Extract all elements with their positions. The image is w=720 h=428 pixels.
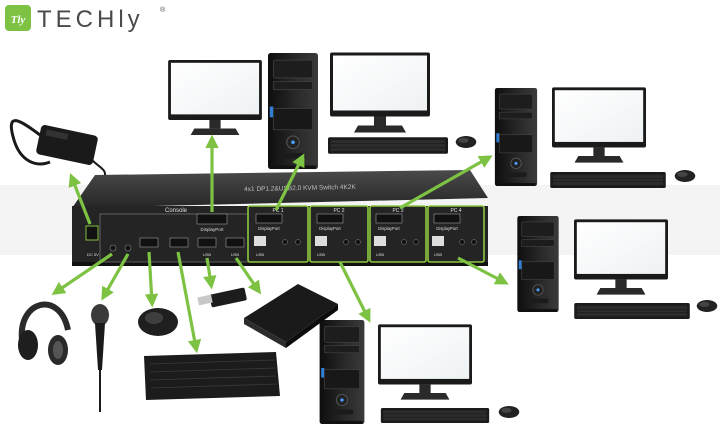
arrow-headphones bbox=[51, 252, 113, 296]
pc-2-workstation bbox=[494, 87, 696, 188]
arrow-power bbox=[68, 172, 92, 225]
pc-port-label: PC 3 bbox=[392, 208, 403, 214]
pc-usb-label: USB bbox=[434, 252, 443, 257]
dc-label: DC 5V bbox=[87, 252, 99, 257]
arrow-pc1 bbox=[274, 153, 305, 211]
keyboard bbox=[144, 352, 280, 400]
brand-registered-mark: ® bbox=[160, 6, 166, 14]
pc-port-label: PC 2 bbox=[333, 208, 344, 214]
pc-usb-label: USB bbox=[317, 252, 326, 257]
console-label: Console bbox=[165, 208, 188, 214]
arrow-mouse bbox=[144, 251, 159, 308]
pc-port-group-2: PC 2 DisplayPort USB bbox=[309, 205, 369, 263]
arrow-pc2 bbox=[399, 155, 493, 210]
console-displayport-label: DisplayPort bbox=[200, 227, 224, 232]
arrow-microphone bbox=[101, 253, 130, 301]
external-hard-drive bbox=[244, 284, 338, 348]
brand-wordmark: TECHly bbox=[37, 6, 144, 33]
kvm-switch: 4x1 DP1.2&USB2.0 KVM Switch 4K2K Console… bbox=[72, 170, 488, 266]
console-usb-port-2 bbox=[169, 237, 189, 248]
pc-4-workstation bbox=[319, 320, 520, 424]
mic-in-port bbox=[124, 244, 132, 252]
brand-logo: Tly TECHly ® bbox=[5, 5, 166, 33]
console-usb-label-1: USB bbox=[203, 252, 212, 257]
power-adapter bbox=[9, 119, 106, 179]
pc-port-group-3: PC 3 DisplayPort USB bbox=[369, 205, 427, 263]
arrow-pc3 bbox=[457, 256, 509, 285]
mouse bbox=[138, 308, 178, 336]
console-displayport bbox=[196, 213, 228, 225]
brand-badge bbox=[5, 5, 31, 31]
pc-port-group-4: PC 4 DisplayPort USB bbox=[427, 205, 485, 263]
microphone bbox=[91, 304, 109, 412]
console-usb-label-2: USB bbox=[231, 252, 240, 257]
arrow-hard-drive bbox=[234, 257, 262, 295]
arrow-flash-drive bbox=[203, 257, 217, 290]
dc-power-jack bbox=[85, 225, 99, 241]
pc-usb-label: USB bbox=[376, 252, 385, 257]
pc-port-label: PC 1 bbox=[272, 208, 283, 214]
console-monitor bbox=[168, 60, 262, 135]
pc-displayport-label: DisplayPort bbox=[319, 226, 341, 231]
brand-badge-text: Tly bbox=[11, 14, 26, 26]
audio-out-port bbox=[109, 244, 117, 252]
pc-port-label: PC 4 bbox=[450, 208, 461, 214]
pc-displayport-label: DisplayPort bbox=[258, 226, 280, 231]
kvm-model-text: 4x1 DP1.2&USB2.0 KVM Switch 4K2K bbox=[244, 184, 356, 193]
pc-usb-label: USB bbox=[256, 252, 265, 257]
pc-displayport-label: DisplayPort bbox=[378, 226, 400, 231]
arrow-keyboard bbox=[176, 251, 202, 354]
usb-flash-drive bbox=[197, 287, 247, 308]
headphones bbox=[18, 301, 71, 365]
console-usb-port-4 bbox=[225, 237, 245, 248]
console-usb-port-3 bbox=[197, 237, 217, 248]
pc-1-workstation bbox=[268, 52, 477, 170]
pc-displayport-label: DisplayPort bbox=[436, 226, 458, 231]
arrow-pc4 bbox=[338, 261, 371, 323]
console-usb-port-1 bbox=[139, 237, 159, 248]
connection-arrows bbox=[51, 134, 509, 354]
